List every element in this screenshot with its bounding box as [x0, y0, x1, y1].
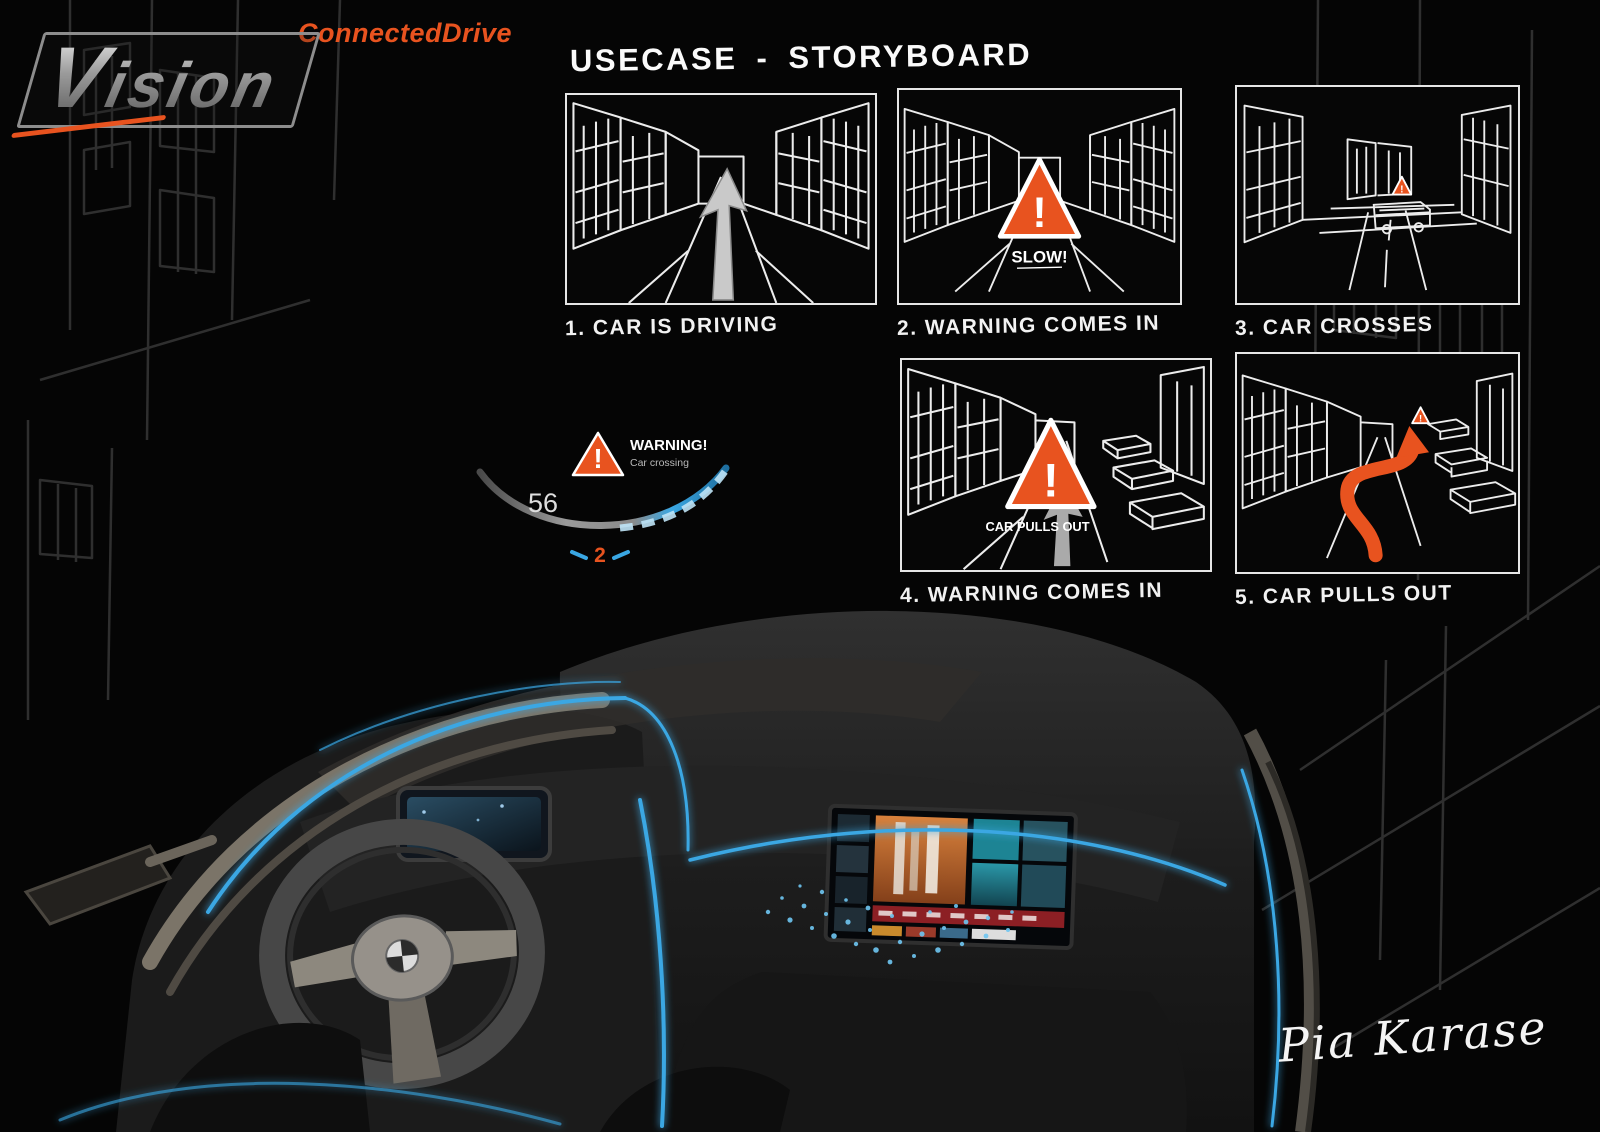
panel-4-label: CAR PULLS OUT — [985, 519, 1089, 534]
steering-wheel — [259, 818, 545, 1090]
panel-caption: 1. CAR IS DRIVING — [564, 312, 779, 341]
side-mirror — [23, 844, 173, 926]
car-interior-illustration — [23, 610, 1320, 1132]
parked-cars — [1102, 434, 1205, 531]
parked-cars — [1427, 418, 1517, 515]
hud-gear: 2 — [594, 544, 606, 567]
storyboard-panel-1: 1. CAR IS DRIVING — [565, 93, 877, 340]
connecteddrive-label: ConnectedDrive — [298, 18, 513, 48]
panel-caption: 2. WARNING COMES IN — [896, 311, 1161, 340]
seat-left — [150, 1022, 370, 1132]
roundel-icon — [385, 938, 420, 973]
svg-text:!: ! — [1400, 185, 1403, 196]
svg-text:!: ! — [1032, 189, 1046, 237]
storyboard-panel-5: ! 5. CAR PULLS OUT — [1235, 352, 1520, 609]
warning-triangle-icon: ! — [1391, 175, 1413, 196]
panel-2-label: SLOW! — [1011, 248, 1067, 267]
hud-display: 56 ! WARNING! Car crossing 2 — [476, 431, 730, 567]
panel-1-sketch — [565, 93, 877, 305]
crossing-car — [1372, 201, 1431, 235]
seat-center — [600, 1066, 790, 1132]
storyboard-panel-3: ! 3. CAR CROSSES — [1234, 85, 1520, 340]
panel-2-sketch: ! SLOW! — [897, 88, 1182, 305]
vision-wordmark: Vision — [37, 30, 288, 126]
hud-arc — [476, 464, 730, 529]
storyboard-panel-4: ! CAR PULLS OUT 4. WARNING COMES IN — [900, 358, 1212, 607]
center-display — [823, 803, 1078, 951]
hud-warning-triangle-icon: ! — [571, 431, 625, 477]
console-front — [660, 972, 1187, 1132]
vision-logo-frame: Vision — [11, 30, 321, 139]
hud-speed: 56 — [528, 488, 558, 518]
svg-text:!: ! — [1419, 413, 1422, 423]
hud-warning-subtitle: Car crossing — [630, 457, 689, 469]
panel-5-sketch: ! — [1235, 352, 1520, 574]
windshield-band — [318, 658, 982, 812]
storyboard-panel-2: ! SLOW! 2. WARNING COMES IN — [896, 88, 1182, 340]
right-door-line — [1243, 728, 1318, 1132]
svg-text:!: ! — [1043, 454, 1059, 507]
svg-text:!: ! — [593, 443, 602, 474]
warning-triangle-icon: ! — [1411, 406, 1430, 425]
panel-3-sketch: ! — [1235, 85, 1520, 305]
dash-speckles — [765, 884, 1014, 965]
ambient-light-strip — [58, 680, 1281, 1128]
panel-1-drive-arrow — [698, 167, 749, 301]
pull-out-arrow — [1340, 426, 1430, 563]
hud-warning-title: WARNING! — [630, 437, 708, 454]
warning-triangle-icon: ! — [997, 157, 1082, 239]
page-title: USECASE - STORYBOARD — [569, 36, 1033, 79]
warning-triangle-icon: ! — [1005, 417, 1097, 510]
panel-caption: 3. CAR CROSSES — [1234, 312, 1434, 340]
brand-logo: ConnectedDrive Vision — [11, 4, 546, 139]
panel-4-sketch: ! CAR PULLS OUT — [900, 358, 1212, 572]
